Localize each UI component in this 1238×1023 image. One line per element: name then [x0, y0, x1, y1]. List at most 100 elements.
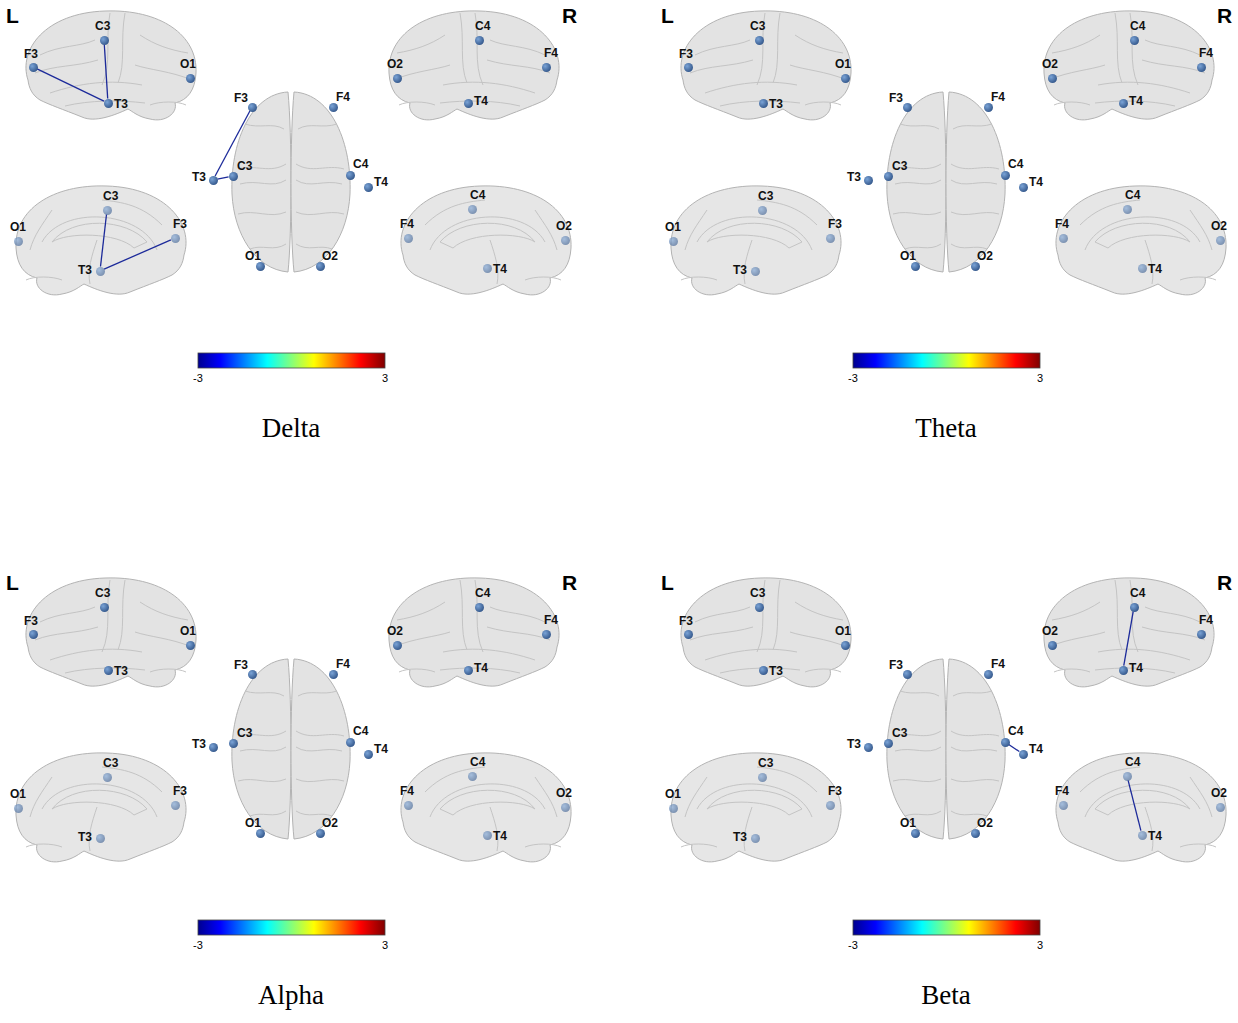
electrode-dot [1123, 205, 1132, 214]
electrode-dot [100, 603, 109, 612]
electrode-label: T3 [78, 830, 92, 844]
electrode-dot [669, 804, 678, 813]
electrode-dot [393, 641, 402, 650]
electrode-label: O2 [387, 57, 403, 71]
electrode-label: F3 [24, 47, 38, 61]
connectivity-edge [104, 44, 107, 98]
electrode-dot [1138, 831, 1147, 840]
electrode-dot [229, 172, 238, 181]
electrode-dot [171, 801, 180, 810]
electrode-dot [1048, 74, 1057, 83]
electrode-label: T4 [1129, 661, 1143, 675]
electrode-label: F3 [828, 784, 842, 798]
electrode-dot [468, 205, 477, 214]
electrode-label: F4 [1055, 784, 1069, 798]
electrode-label: O2 [322, 816, 338, 830]
electrode-label: C3 [103, 189, 118, 203]
electrode-dot [364, 183, 373, 192]
electrode-dot [884, 172, 893, 181]
electrode-label: O2 [322, 249, 338, 263]
electrode-label: O2 [556, 219, 572, 233]
electrode-label: F4 [336, 90, 350, 104]
electrode-dot [864, 176, 873, 185]
electrode-dot [364, 750, 373, 759]
band-title: Theta [915, 413, 976, 444]
electrode-dot [103, 773, 112, 782]
electrode-label: F3 [234, 658, 248, 672]
electrode-dot [826, 234, 835, 243]
electrode-label: C3 [758, 189, 773, 203]
electrode-dot [103, 206, 112, 215]
electrode-dot [475, 603, 484, 612]
electrode-label: C3 [103, 756, 118, 770]
electrode-label: C3 [750, 586, 765, 600]
colorbar-tick: -3 [193, 939, 203, 951]
electrode-label: T3 [114, 664, 128, 678]
electrode-label: T4 [474, 94, 488, 108]
electrode-dot [1001, 171, 1010, 180]
electrode-label: O1 [245, 249, 261, 263]
electrode-label: T4 [1029, 175, 1043, 189]
electrode-dot [1119, 666, 1128, 675]
electrode-dot [1059, 234, 1068, 243]
electrode-dot [751, 267, 760, 276]
electrode-dot [1130, 603, 1139, 612]
electrode-dot [903, 103, 912, 112]
electrode-dot [903, 670, 912, 679]
electrode-dot [483, 831, 492, 840]
electrode-label: O1 [900, 816, 916, 830]
electrode-label: T3 [769, 664, 783, 678]
electrode-dot [755, 603, 764, 612]
electrode-dot [884, 739, 893, 748]
electrode-label: C3 [892, 726, 907, 740]
connectivity-edge [1009, 744, 1020, 751]
electrode-label: O1 [665, 220, 681, 234]
electrode-label: F3 [889, 658, 903, 672]
electrode-dot [14, 237, 23, 246]
electrode-dot [171, 234, 180, 243]
electrode-label: F4 [544, 46, 558, 60]
electrode-dot [248, 103, 257, 112]
electrode-dot [96, 267, 105, 276]
electrode-label: F3 [234, 91, 248, 105]
electrode-dot [475, 36, 484, 45]
electrode-dot [826, 801, 835, 810]
electrode-dot [404, 801, 413, 810]
electrode-label: C3 [237, 159, 252, 173]
electrode-label: T4 [1029, 742, 1043, 756]
connectivity-edge [104, 240, 171, 269]
electrode-label: C4 [1008, 724, 1023, 738]
electrode-dot [468, 772, 477, 781]
electrode-label: T3 [114, 97, 128, 111]
band-title: Beta [921, 980, 970, 1011]
electrode-label: O2 [1042, 57, 1058, 71]
hemisphere-label: R [1217, 571, 1232, 595]
electrode-label: F3 [889, 91, 903, 105]
electrode-label: T4 [493, 829, 507, 843]
electrode-dot [759, 99, 768, 108]
electrode-label: T4 [1148, 262, 1162, 276]
connectivity-edge [37, 69, 104, 101]
electrode-label: C4 [1125, 755, 1140, 769]
electrode-label: C3 [892, 159, 907, 173]
electrode-label: O2 [387, 624, 403, 638]
electrode-label: T4 [1129, 94, 1143, 108]
electrode-dot [29, 630, 38, 639]
electrode-dot [483, 264, 492, 273]
electrode-dot [542, 630, 551, 639]
band-title: Delta [262, 413, 320, 444]
electrode-label: O1 [835, 57, 851, 71]
electrode-dot [1119, 99, 1128, 108]
electrode-label: F4 [544, 613, 558, 627]
electrode-dot [1059, 801, 1068, 810]
electrode-dot [209, 176, 218, 185]
electrode-dot [1197, 630, 1206, 639]
electrode-label: C4 [475, 19, 490, 33]
electrode-dot [561, 236, 570, 245]
electrode-label: F3 [679, 47, 693, 61]
electrode-label: O1 [10, 787, 26, 801]
electrode-dot [1138, 264, 1147, 273]
electrode-label: C4 [470, 755, 485, 769]
electrode-label: O2 [1042, 624, 1058, 638]
